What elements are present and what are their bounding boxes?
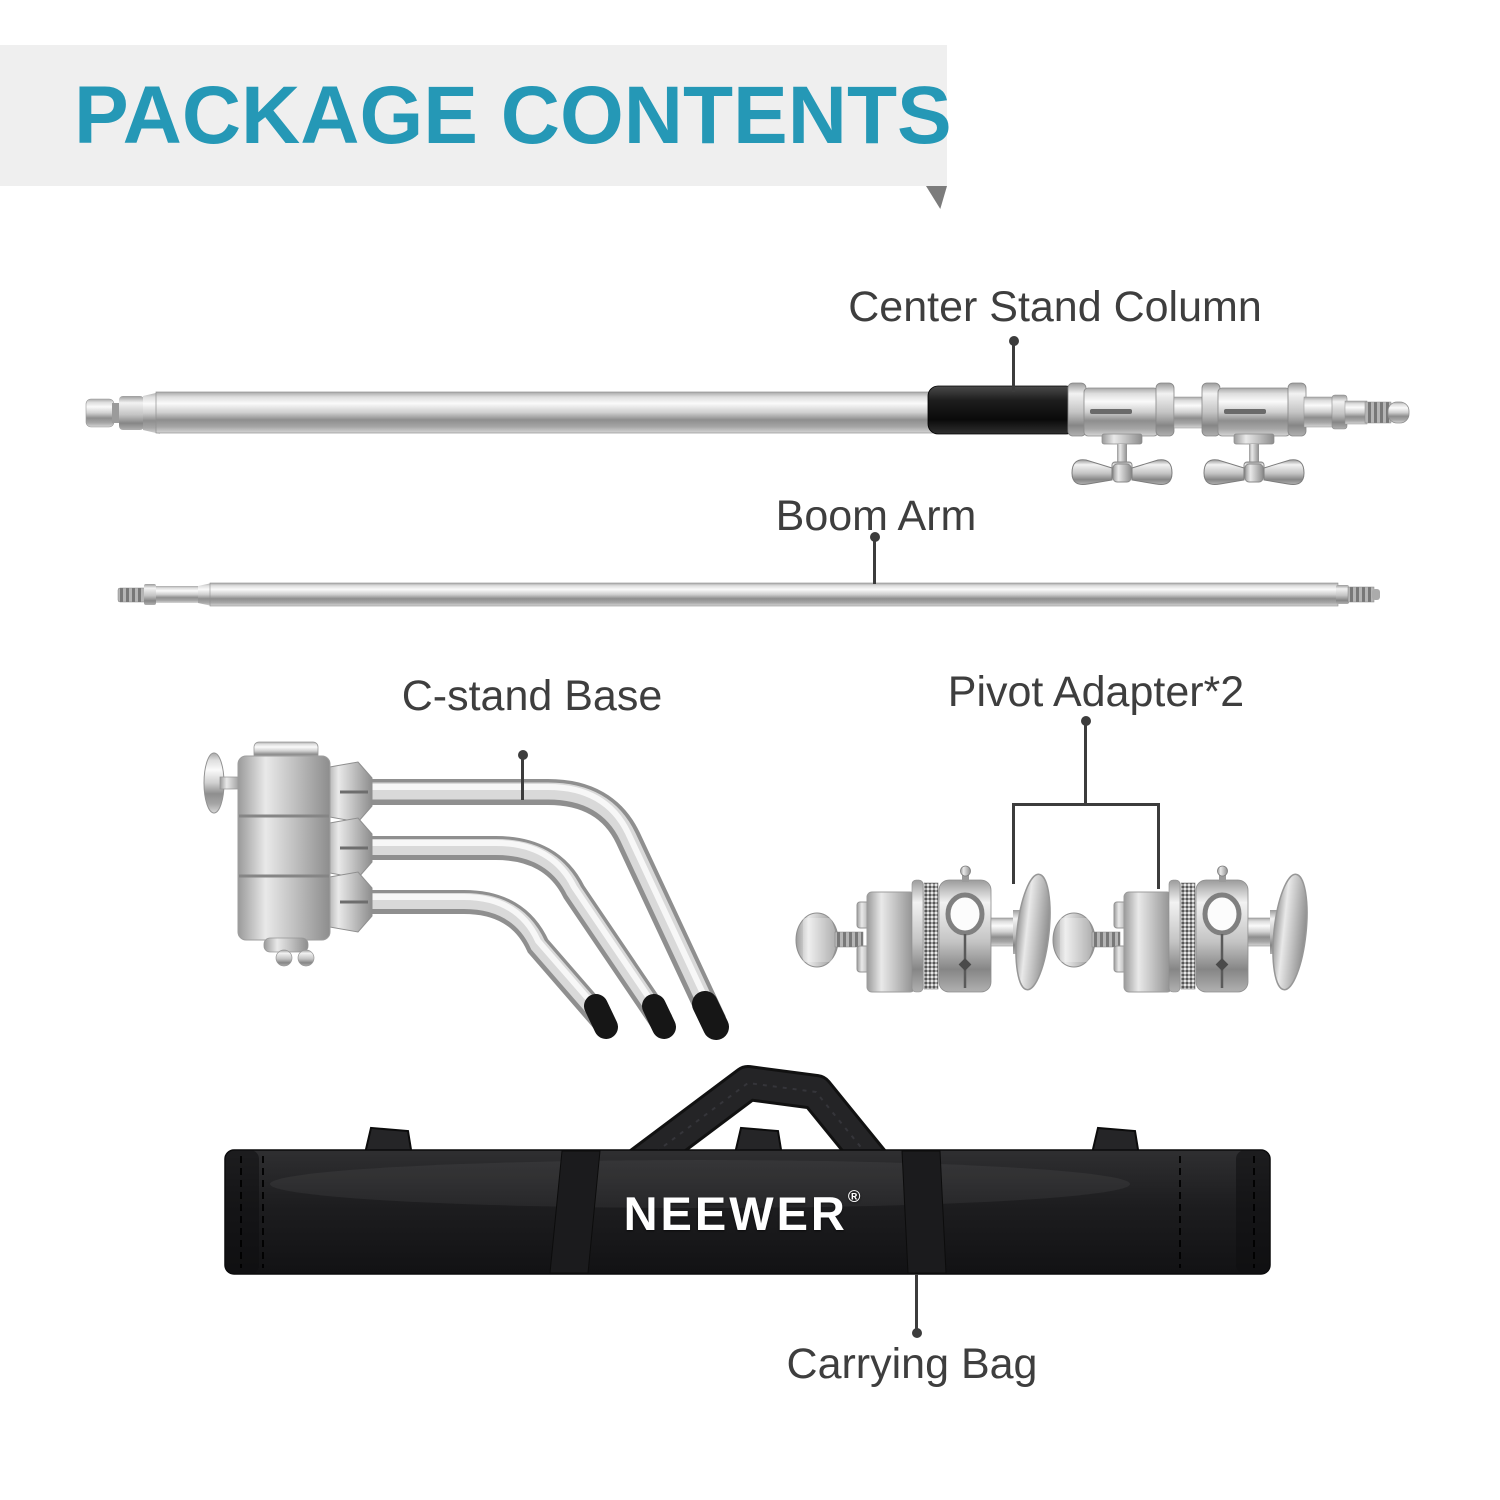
neewer-logo: NEEWER®: [624, 1186, 861, 1241]
leader-line-carrying-bag: [915, 1274, 918, 1329]
leader-dot-carrying-bag: [912, 1328, 922, 1338]
label-pivot-adapter: Pivot Adapter*2: [947, 668, 1245, 716]
registered-trademark-icon: ®: [847, 1187, 861, 1206]
leader-bracket-pivot-adapter: [1012, 803, 1160, 806]
label-center-stand-column: Center Stand Column: [848, 283, 1262, 331]
leader-dot-pivot-adapter: [1081, 716, 1091, 726]
header-banner: PACKAGE CONTENTS: [0, 45, 952, 186]
leader-bracket-right-leg: [1157, 803, 1160, 889]
c-stand-base-graphic: [203, 741, 729, 1040]
leader-line-c-stand-base: [521, 758, 524, 800]
leader-dot-boom-arm: [870, 532, 880, 542]
pivot-adapter-graphic-2: [1053, 866, 1312, 992]
leader-line-center-stand-column: [1012, 344, 1015, 392]
leader-line-boom-arm: [873, 540, 876, 584]
label-carrying-bag: Carrying Bag: [786, 1340, 1038, 1388]
pivot-adapter-graphic-1: [796, 866, 1055, 992]
leader-line-pivot-adapter: [1084, 724, 1087, 805]
center-stand-column-graphic: [85, 382, 1410, 486]
page-title: PACKAGE CONTENTS: [74, 69, 952, 161]
leader-dot-c-stand-base: [518, 750, 528, 760]
carrying-bag-graphic: [224, 1065, 1271, 1275]
label-c-stand-base: C-stand Base: [401, 672, 663, 720]
leader-dot-center-stand-column: [1009, 336, 1019, 346]
leader-bracket-left-leg: [1012, 803, 1015, 884]
brand-text: NEEWER: [623, 1187, 848, 1240]
boom-arm-graphic: [117, 582, 1380, 607]
